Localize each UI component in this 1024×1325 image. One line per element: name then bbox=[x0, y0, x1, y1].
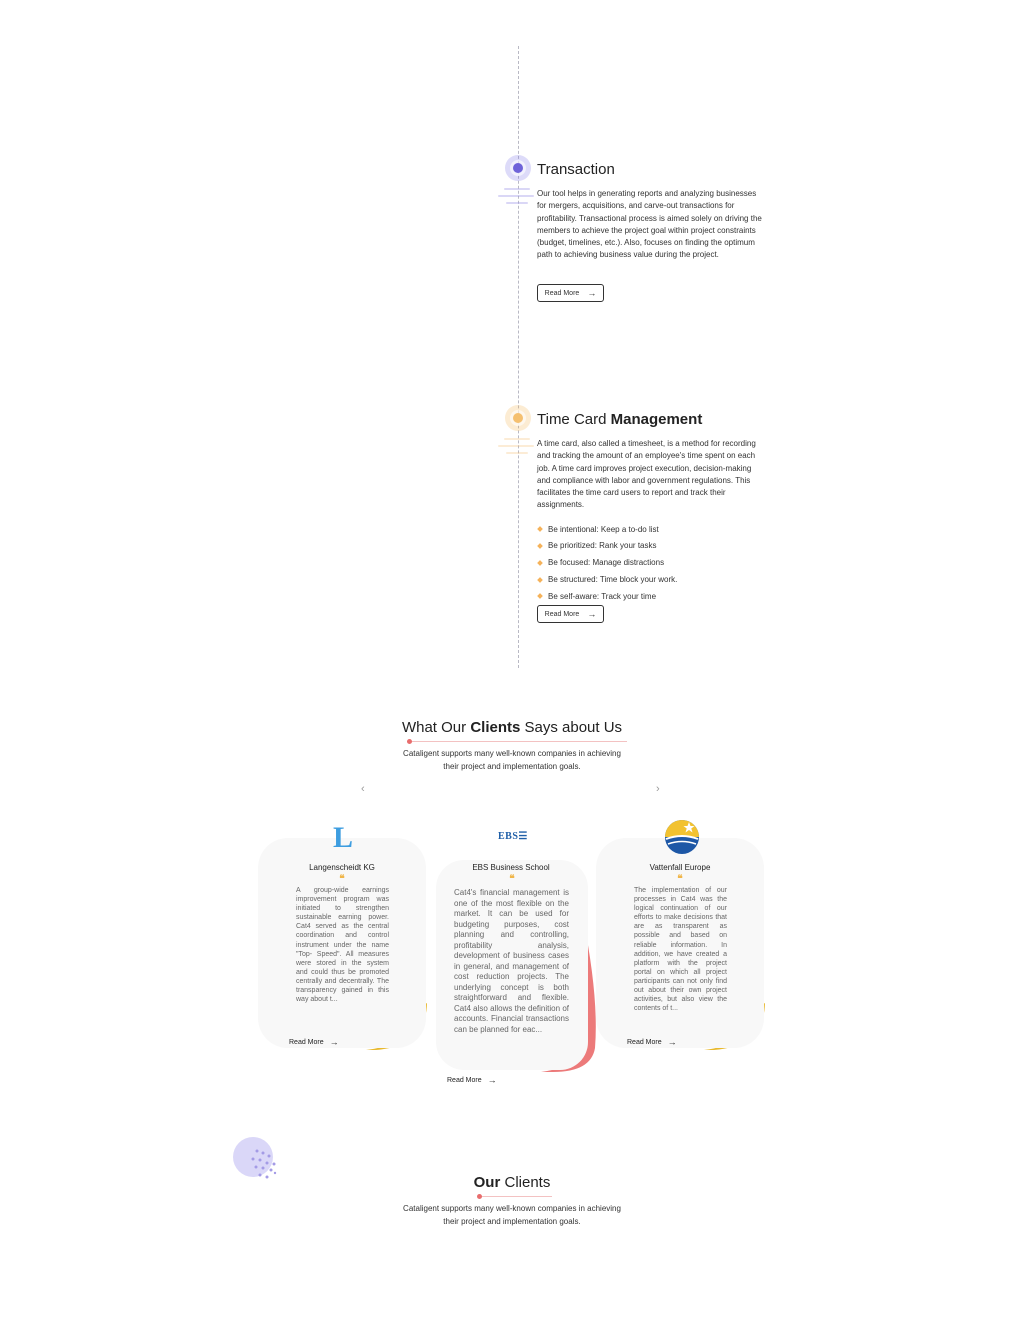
quote-icon: ❝ bbox=[339, 874, 345, 885]
testimonial-text: Cat4's financial management is one of th… bbox=[454, 888, 569, 1034]
quote-icon: ❝ bbox=[677, 874, 683, 885]
timeline-node-icon bbox=[505, 155, 531, 181]
transaction-section: Transaction Our tool helps in generating… bbox=[537, 161, 765, 262]
transaction-description: Our tool helps in generating reports and… bbox=[537, 189, 762, 260]
time-card-description: A time card, also called a timesheet, is… bbox=[537, 439, 756, 510]
time-card-bullets: Be intentional: Keep a to-do list Be pri… bbox=[537, 521, 765, 605]
testimonial-card: EBS Business School ❝ Cat4's financial m… bbox=[436, 860, 588, 1070]
diamond-bullet-icon bbox=[537, 543, 543, 549]
card-read-more-link[interactable]: Read More→ bbox=[447, 1075, 497, 1085]
decorative-lines-icon bbox=[498, 188, 534, 216]
list-item: Be focused: Manage distractions bbox=[537, 554, 765, 571]
chevron-left-icon[interactable]: ‹ bbox=[361, 783, 365, 795]
arrow-right-icon: → bbox=[587, 608, 597, 619]
testimonials-title: What Our Clients Says about Us bbox=[401, 719, 623, 736]
list-item: Be structured: Time block your work. bbox=[537, 571, 765, 588]
testimonial-card: Langenscheidt KG ❝ A group-wide earnings… bbox=[258, 838, 426, 1048]
ebs-logo: EBS☰ bbox=[498, 831, 528, 842]
diamond-bullet-icon bbox=[537, 593, 543, 600]
time-card-title: Time Card Management bbox=[537, 411, 703, 428]
client-name: Langenscheidt KG bbox=[309, 863, 375, 872]
list-item: Be prioritized: Rank your tasks bbox=[537, 538, 765, 555]
divider-dot-icon bbox=[477, 1194, 482, 1199]
card-read-more-link[interactable]: Read More→ bbox=[627, 1037, 677, 1047]
client-name: EBS Business School bbox=[472, 863, 550, 872]
arrow-right-icon: → bbox=[587, 287, 597, 298]
clients-subtitle: Cataligent supports many well-known comp… bbox=[403, 1204, 621, 1226]
diamond-bullet-icon bbox=[537, 526, 543, 533]
testimonial-card: Vattenfall Europe ❝ The implementation o… bbox=[596, 838, 764, 1048]
divider-dot-icon bbox=[407, 739, 412, 744]
timeline-node-icon bbox=[505, 405, 531, 431]
card-read-more-link[interactable]: Read More→ bbox=[289, 1037, 339, 1047]
title-divider bbox=[407, 741, 627, 742]
list-item: Be intentional: Keep a to-do list bbox=[537, 521, 765, 538]
chevron-right-icon[interactable]: › bbox=[656, 783, 660, 795]
quote-icon: ❝ bbox=[509, 874, 515, 885]
list-item: Be self-aware: Track your time bbox=[537, 588, 765, 605]
arrow-right-icon: → bbox=[667, 1037, 677, 1047]
client-name: Vattenfall Europe bbox=[649, 863, 711, 872]
transaction-title: Transaction bbox=[537, 161, 615, 178]
arrow-right-icon: → bbox=[329, 1037, 339, 1047]
diamond-bullet-icon bbox=[537, 559, 543, 566]
testimonials-subtitle: Cataligent supports many well-known comp… bbox=[403, 749, 621, 771]
time-card-section: Time Card Management A time card, also c… bbox=[537, 411, 765, 605]
arrow-right-icon: → bbox=[487, 1075, 497, 1085]
title-divider bbox=[478, 1196, 552, 1197]
diamond-bullet-icon bbox=[537, 576, 543, 583]
clients-heading: Our Clients bbox=[0, 1174, 1024, 1191]
testimonial-text: A group-wide earnings improvement progra… bbox=[296, 887, 389, 1004]
vattenfall-logo-icon bbox=[665, 820, 699, 854]
transaction-read-more-button[interactable]: Read More → bbox=[537, 284, 604, 302]
read-more-label: Read More bbox=[544, 610, 580, 618]
testimonial-text: The implementation of our processes in C… bbox=[634, 887, 727, 1013]
timeline-line bbox=[518, 46, 519, 668]
testimonials-heading: What Our Clients Says about Us bbox=[0, 719, 1024, 736]
time-card-read-more-button[interactable]: Read More → bbox=[537, 605, 604, 623]
langenscheidt-logo: L bbox=[333, 821, 354, 854]
clients-title: Our Clients bbox=[473, 1174, 551, 1191]
decorative-lines-icon bbox=[498, 438, 534, 466]
read-more-label: Read More bbox=[544, 289, 580, 297]
decorative-dots-icon bbox=[233, 1137, 277, 1179]
